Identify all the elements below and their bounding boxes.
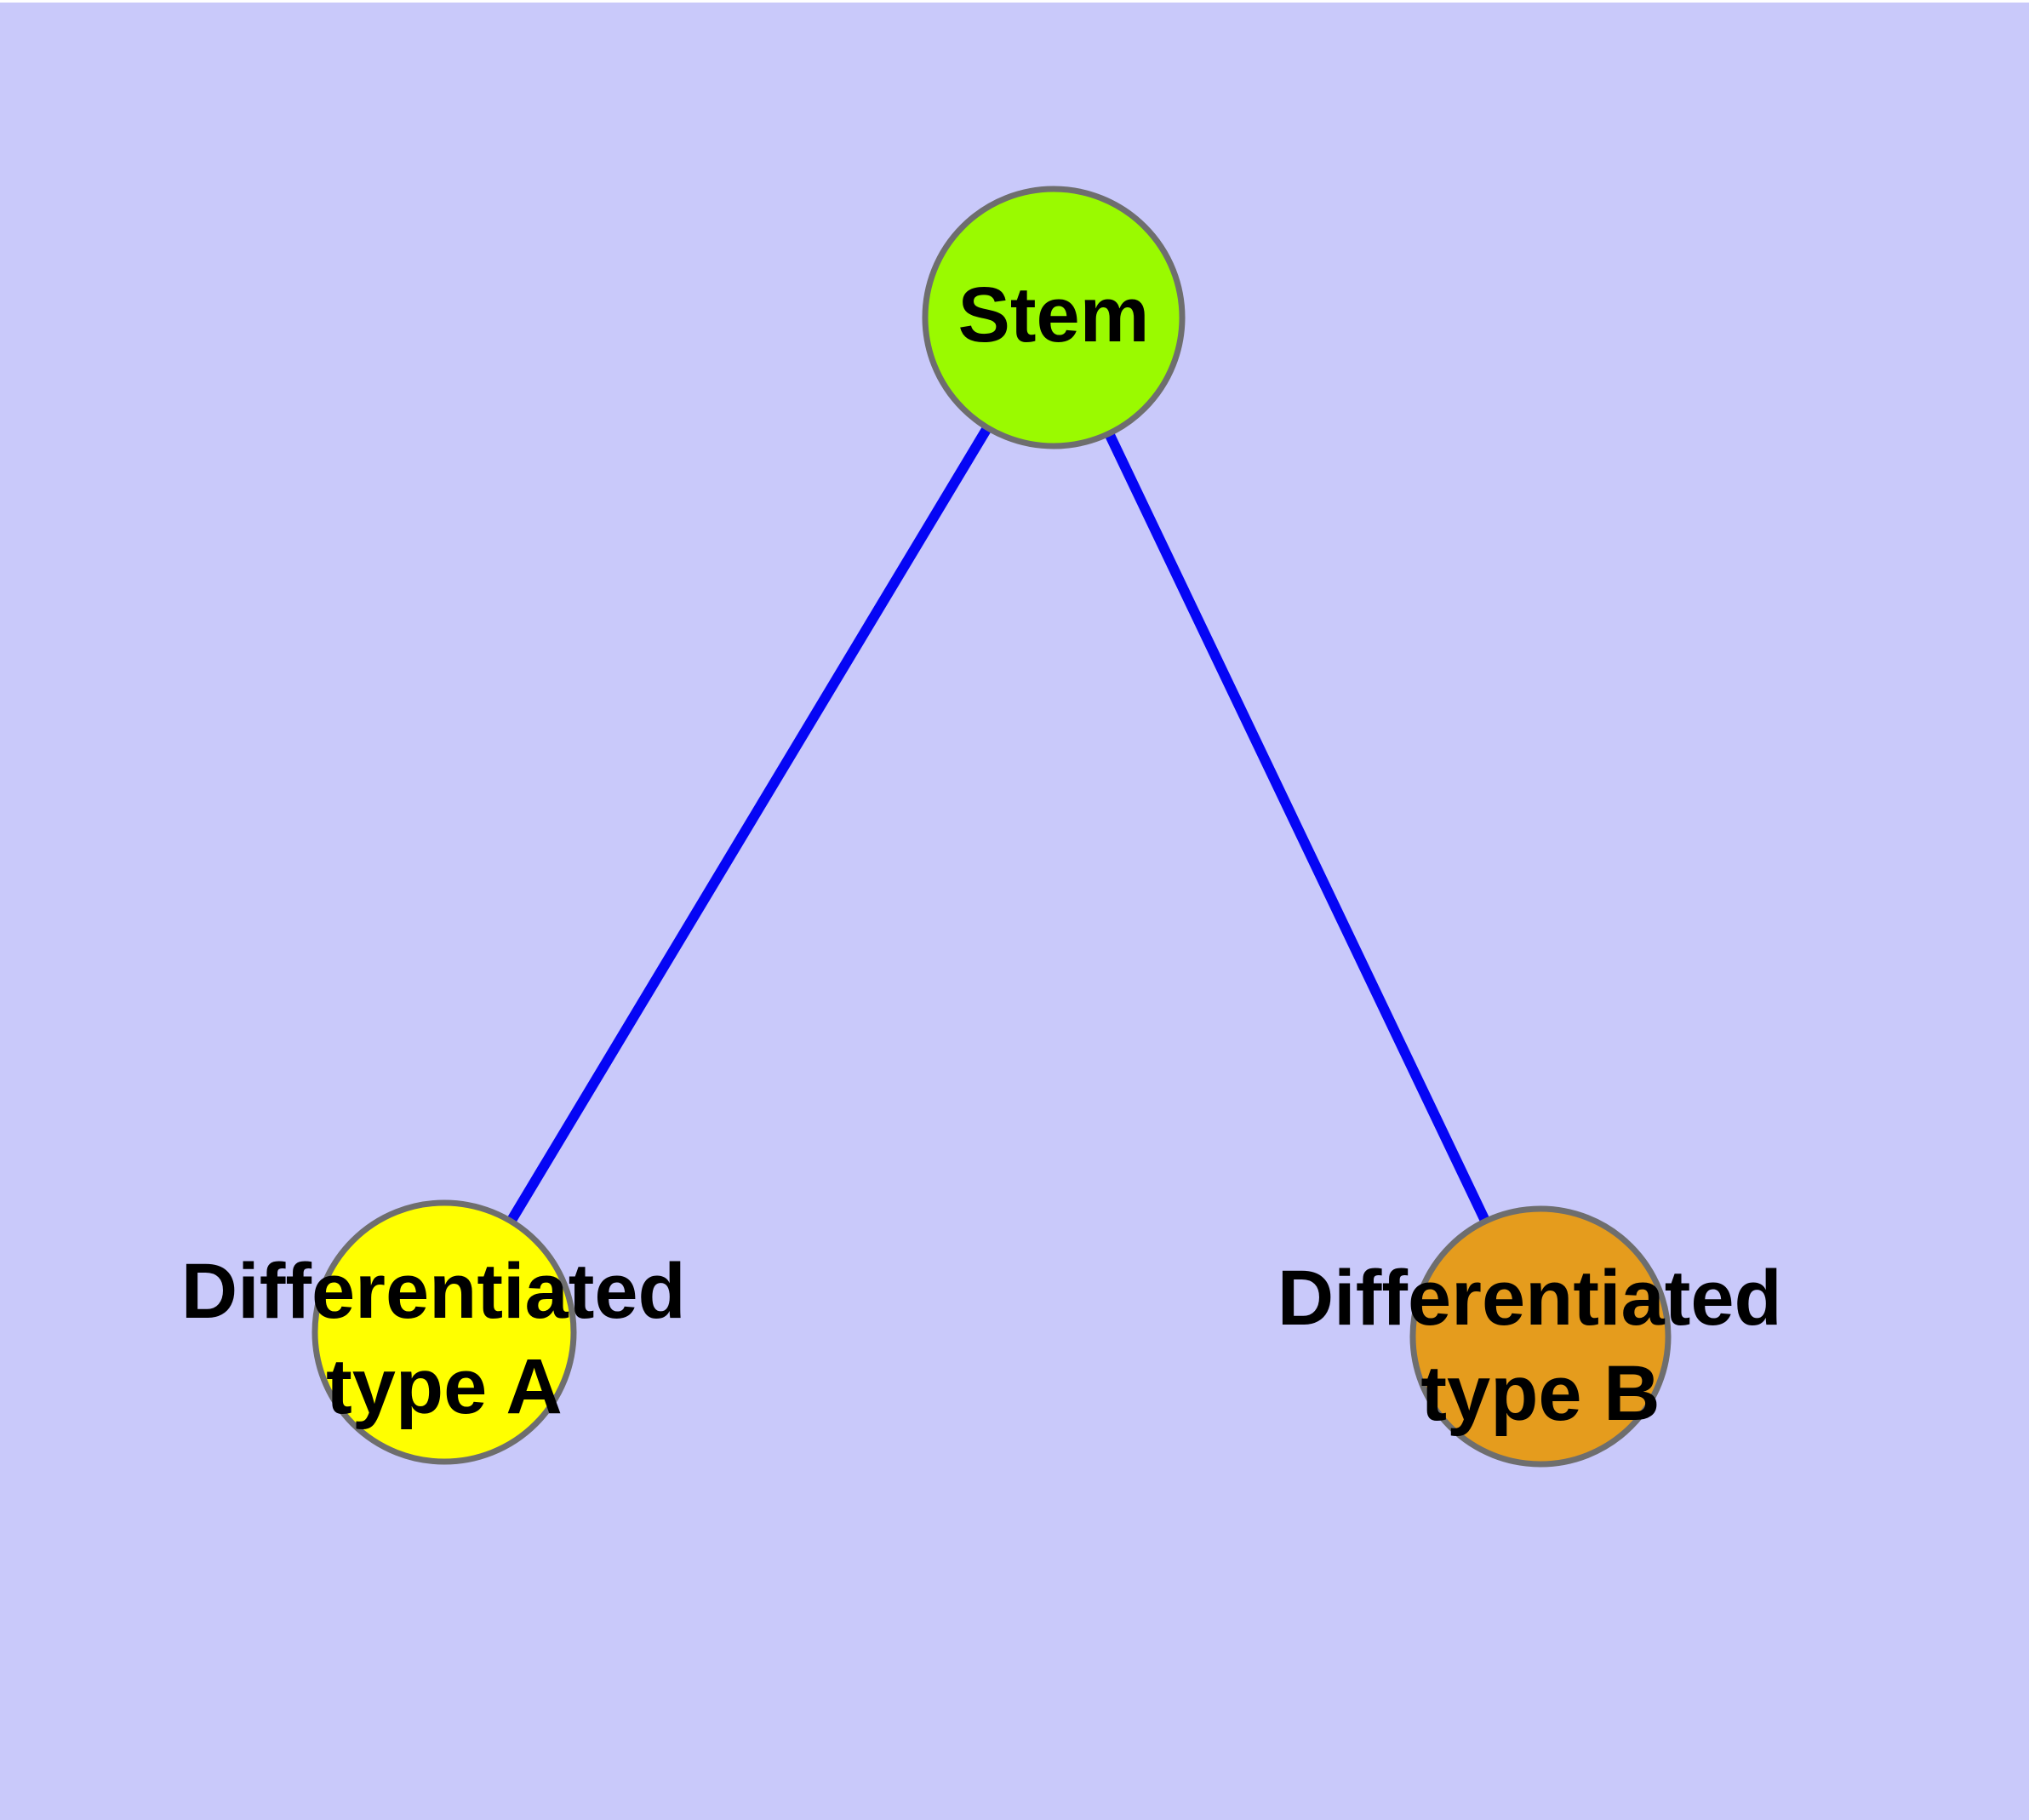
node-stem-label: Stem <box>958 272 1150 358</box>
node-differentiated-type-a-label: Differentiated type A <box>181 1248 708 1430</box>
node-stem <box>922 186 1186 449</box>
node-differentiated-type-b <box>1409 1205 1672 1468</box>
node-differentiated-type-b-label: Differentiated type B <box>1277 1255 1804 1437</box>
label-line-1: Differentiated <box>1277 1255 1782 1342</box>
edge-stem-to-type-a <box>439 314 1059 1336</box>
node-differentiated-type-a <box>311 1199 577 1465</box>
label-line-2: type B <box>1420 1350 1660 1437</box>
label-line-1: Differentiated <box>181 1248 686 1335</box>
edge-stem-to-type-b <box>1049 315 1546 1339</box>
label-line-2: type A <box>326 1343 563 1430</box>
